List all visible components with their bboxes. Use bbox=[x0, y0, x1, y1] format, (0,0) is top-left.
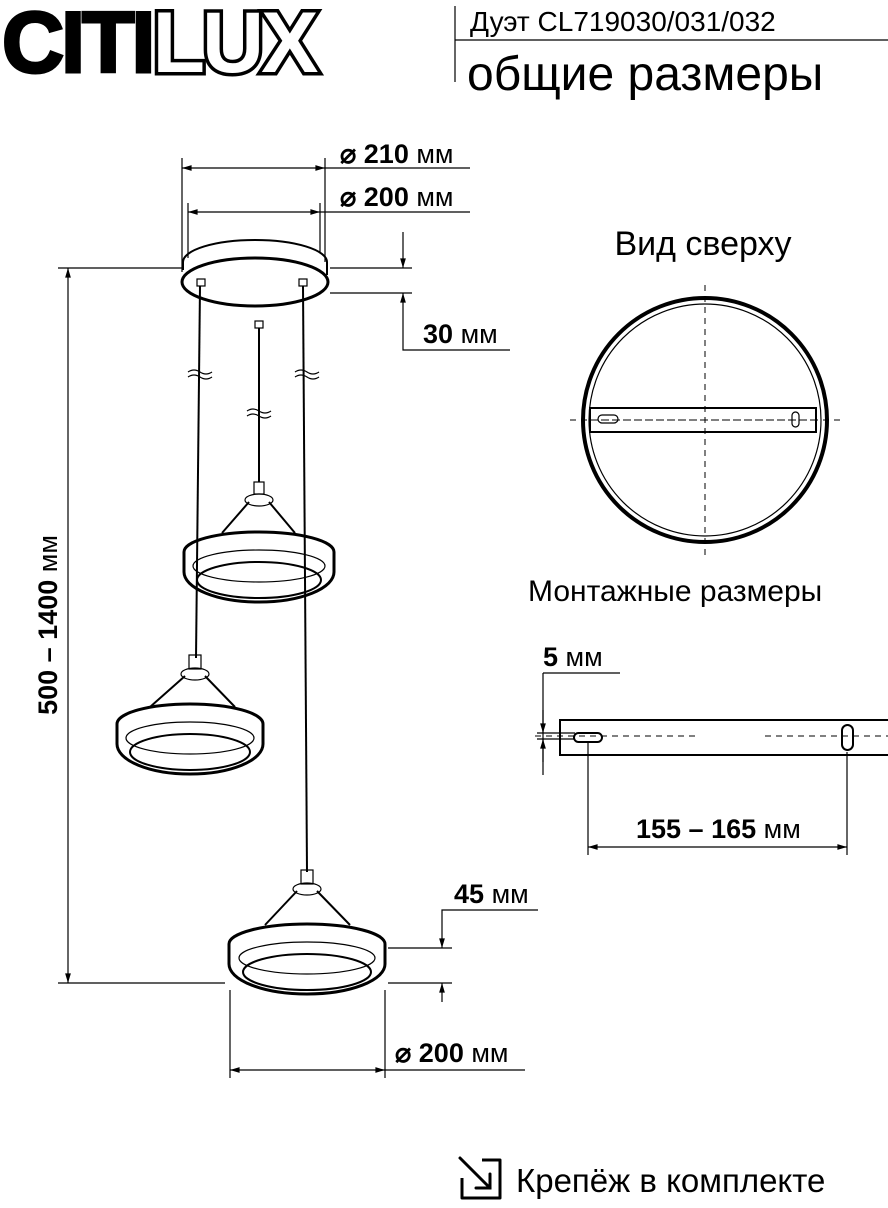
canopy-height-dim: 30 мм bbox=[330, 232, 510, 351]
mounting-title: Монтажные размеры bbox=[528, 575, 822, 608]
hole-spacing-label: 155 – 165 мм bbox=[636, 814, 801, 844]
mounting-kit-note: Крепёж в комплекте bbox=[516, 1162, 825, 1199]
pendant-ring-3 bbox=[227, 869, 387, 996]
pendant-ring-1 bbox=[182, 481, 336, 604]
ring-height-dim: 45 мм bbox=[388, 879, 538, 1002]
mounting-offset-label: 5 мм bbox=[543, 642, 603, 672]
hole-spacing-dim: 155 – 165 мм bbox=[587, 742, 848, 855]
canopy-height-label: 30 мм bbox=[423, 319, 498, 349]
canopy-outer-diameter-label: ⌀ 210 мм bbox=[340, 139, 453, 169]
ceiling-canopy bbox=[180, 239, 330, 329]
canopy-diameter-dims: ⌀ 210 мм ⌀ 200 мм bbox=[181, 139, 470, 272]
model-title: Дуэт CL719030/031/032 bbox=[470, 6, 776, 37]
top-view-title: Вид сверху bbox=[614, 225, 791, 263]
mounting-bracket bbox=[535, 719, 888, 756]
suspension-length-dim: 500 – 1400 мм bbox=[33, 267, 225, 984]
svg-text:CITILUX: CITILUX bbox=[2, 0, 318, 91]
page-subtitle: общие размеры bbox=[467, 48, 823, 101]
ring-height-label: 45 мм bbox=[454, 879, 529, 909]
mounting-kit-arrow-icon bbox=[458, 1156, 502, 1200]
canopy-inner-diameter-label: ⌀ 200 мм bbox=[340, 182, 453, 212]
suspension-cords bbox=[187, 285, 320, 873]
mounting-offset-dim: 5 мм bbox=[537, 642, 620, 775]
brand-logo: CITILUX bbox=[1, 0, 325, 95]
pendant-ring-2 bbox=[115, 654, 265, 776]
ring-diameter-label: ⌀ 200 мм bbox=[395, 1038, 508, 1068]
ring-diameter-dim: ⌀ 200 мм bbox=[229, 990, 525, 1078]
top-view-canopy bbox=[570, 285, 840, 555]
suspension-length-label: 500 – 1400 мм bbox=[33, 535, 63, 715]
